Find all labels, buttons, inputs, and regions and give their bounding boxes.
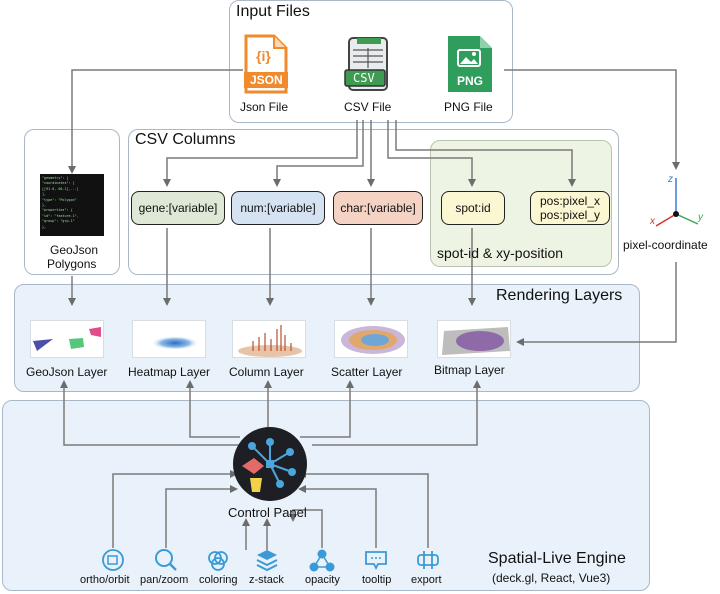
spot-group-label: spot-id & xy-position [437,245,564,261]
code-line: }, [42,224,47,229]
input-files-title: Input Files [236,3,310,20]
pos-pixel-pill: pos:pixel_x pos:pixel_y [530,191,610,225]
spot-id-pill: spot:id [441,191,505,225]
pos-pixel-x: pos:pixel_x [539,194,601,208]
json-icon-symbol: {i} [256,48,271,64]
engine-title: Spatial-Live Engine [488,550,626,567]
coloring-label: coloring [199,574,238,586]
pos-pixel-y: pos:pixel_y [539,208,601,222]
csv-columns-title: CSV Columns [135,131,236,148]
json-file-icon[interactable]: {i} JSON [244,34,288,94]
coloring-icon[interactable] [205,548,231,572]
code-line: "properties": { [42,208,73,213]
pan-zoom-icon[interactable] [153,548,179,572]
column-layer-thumbnail[interactable] [232,320,306,358]
engine-subtitle: (deck.gl, React, Vue3) [492,571,611,585]
num-column-pill: num:[variable] [231,191,325,225]
gene-column-pill: gene:[variable] [131,191,225,225]
code-line: "id": "feature-1", [42,213,79,218]
rendering-layers-title: Rendering Layers [496,287,623,304]
json-icon-text: JSON [250,73,283,87]
geojson-layer-label: GeoJson Layer [26,365,108,379]
z-stack-label: z-stack [249,574,284,586]
pixel-coordinate-axes-icon: z x y [650,172,706,232]
heatmap-layer-label: Heatmap Layer [128,365,211,379]
bitmap-layer-thumbnail[interactable] [437,320,511,358]
json-file-label: Json File [240,100,289,114]
axis-z-label: z [668,174,673,185]
geojson-layer-thumbnail[interactable] [30,320,104,358]
csv-icon-text: CSV [353,71,375,85]
ortho-orbit-icon[interactable] [100,548,126,572]
axis-x-label: x [650,216,655,227]
scatter-layer-thumbnail[interactable] [334,320,408,358]
code-line: [[91.0, 60.1],...] [42,186,79,191]
pan-zoom-label: pan/zoom [140,574,189,586]
control-panel-icon[interactable] [232,426,308,502]
code-line: "group": "grp-1" [42,219,75,224]
scatter-layer-label: Scatter Layer [331,365,403,379]
geojson-code-snippet: "geometry": { "coordinates": [ [[91.0, 6… [40,174,104,236]
csv-file-label: CSV File [344,100,392,114]
tooltip-label: tooltip [362,574,392,586]
code-line: ], [42,192,47,197]
code-line: "geometry": { [42,176,69,180]
code-line: "type": "Polygon" [42,197,77,202]
code-line: "coordinates": [ [42,181,75,186]
png-file-label: PNG File [444,100,493,114]
csv-file-icon[interactable]: CSV [343,34,391,94]
tooltip-icon[interactable] [363,548,389,572]
bitmap-layer-label: Bitmap Layer [434,363,505,377]
column-layer-label: Column Layer [229,365,304,379]
png-file-icon[interactable]: PNG [446,34,494,94]
png-icon-text: PNG [457,74,484,88]
ortho-orbit-label: ortho/orbit [80,574,130,586]
export-label: export [411,574,442,586]
geojson-label-1: GeoJson [50,243,99,257]
opacity-label: opacity [305,574,340,586]
geojson-label-2: Polygons [47,257,97,271]
axis-y-label: y [698,212,703,223]
opacity-icon[interactable] [309,548,335,572]
char-column-pill: char:[variable] [333,191,423,225]
heatmap-layer-thumbnail[interactable] [132,320,206,358]
control-panel-label: Control Panel [228,505,307,520]
z-stack-icon[interactable] [254,548,280,572]
code-line: }, [42,203,47,208]
export-icon[interactable] [415,548,441,572]
pixel-coordinate-label: pixel-coordinate [623,238,708,252]
